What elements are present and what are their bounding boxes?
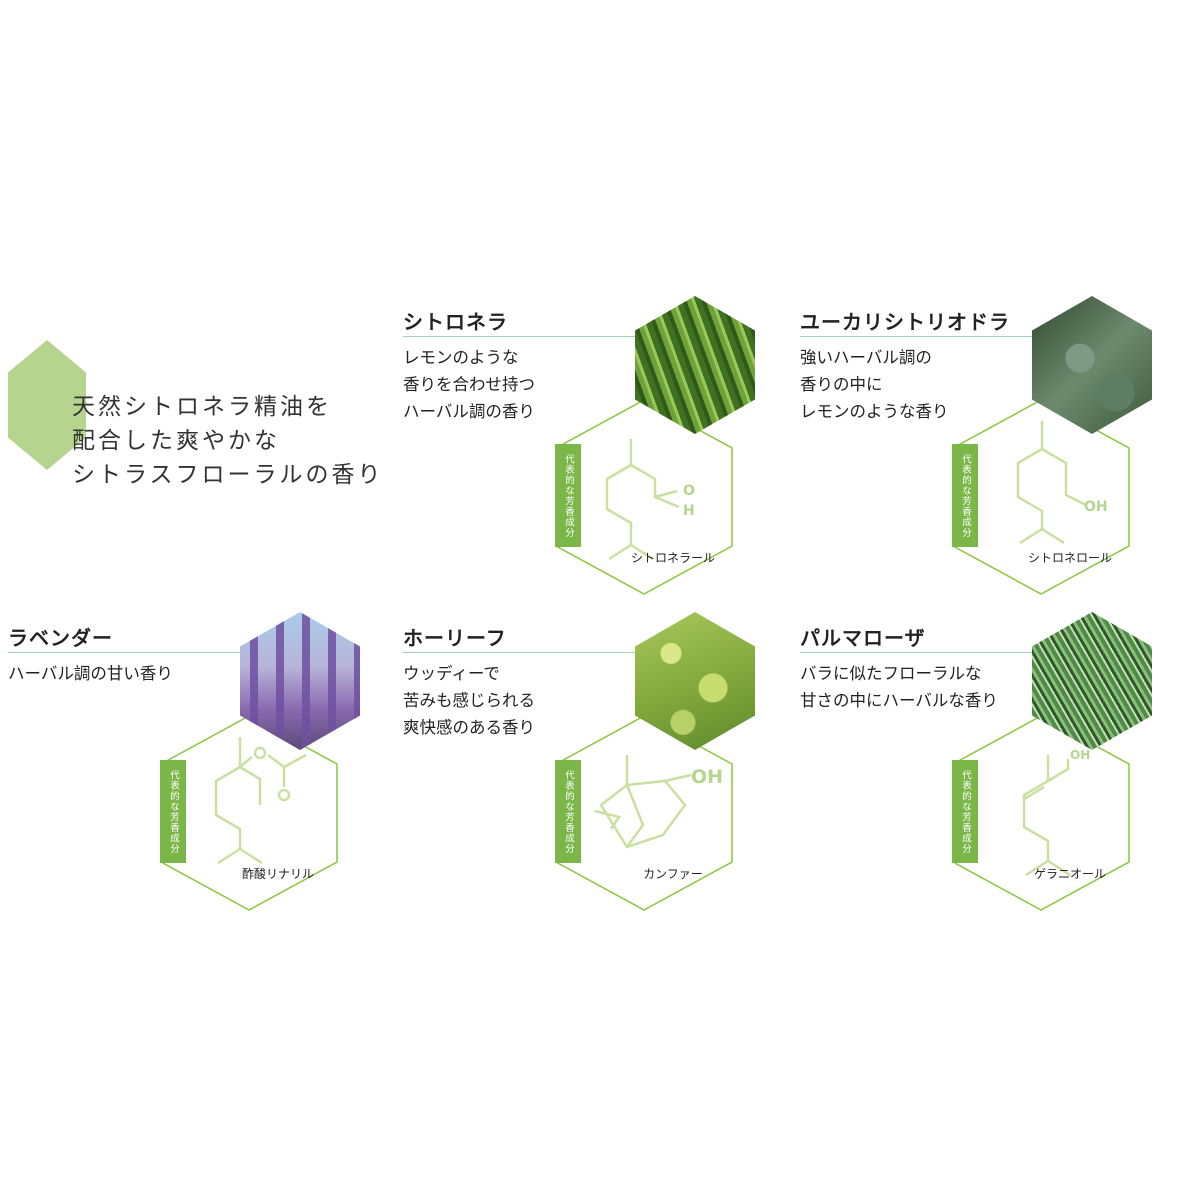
intro-line: シトラスフローラルの香り: [72, 462, 384, 488]
atom-label: O: [683, 483, 695, 499]
intro-line: 配合した爽やかな: [72, 428, 280, 454]
molecule-hexagon: [160, 715, 338, 911]
eucalyptus-photo: [1032, 296, 1152, 434]
component-label: 代表的な芳香成分: [952, 444, 978, 547]
card-ho-leaf: ホーリーフ ウッディーで苦みも感じられる爽快感のある香り OH 代表的な芳香成分…: [403, 612, 783, 922]
title-rule: [403, 336, 643, 337]
intro-line: 天然シトロネラ精油を: [72, 394, 332, 420]
card-description: ハーバル調の甘い香り: [8, 664, 173, 683]
citronella-photo: [635, 296, 755, 434]
card-title: パルマローザ: [800, 626, 926, 650]
component-label: 代表的な芳香成分: [555, 444, 581, 547]
title-rule: [800, 336, 1040, 337]
card-description: レモンのような香りを合わせ持つハーバル調の香り: [403, 348, 535, 421]
atom-label: H: [683, 503, 695, 519]
compound-name: カンファー: [643, 867, 703, 881]
lavender-photo: [240, 612, 360, 750]
card-palmarosa: パルマローザ バラに似たフローラルな甘さの中にハーバルな香り OH 代表的な芳香…: [800, 612, 1180, 922]
ho-leaf-photo: [635, 612, 755, 750]
title-rule: [800, 652, 1040, 653]
molecule-hexagon: OH: [555, 715, 733, 911]
atom-label: OH: [1070, 748, 1090, 762]
intro-text: 天然シトロネラ精油を 配合した爽やかな シトラスフローラルの香り: [72, 390, 384, 492]
card-title: シトロネラ: [403, 310, 508, 334]
atom-label: OH: [1084, 499, 1108, 515]
card-description: ウッディーで苦みも感じられる爽快感のある香り: [403, 664, 535, 737]
card-description: 強いハーバル調の香りの中にレモンのような香り: [800, 348, 949, 421]
card-citronella: シトロネラ レモンのような香りを合わせ持つハーバル調の香り O H 代表的な芳香…: [403, 296, 783, 606]
compound-name: シトロネラール: [630, 551, 715, 565]
card-lavender: ラベンダー ハーバル調の甘い香り 代表的な芳香成分 酢酸リナリル: [8, 612, 388, 922]
atom-label: OH: [691, 766, 723, 788]
component-label: 代表的な芳香成分: [555, 760, 581, 863]
compound-name: 酢酸リナリル: [241, 867, 314, 881]
card-title: ユーカリシトリオドラ: [800, 310, 1010, 334]
card-description: バラに似たフローラルな甘さの中にハーバルな香り: [800, 664, 998, 710]
compound-name: ゲラニオール: [1033, 867, 1106, 881]
palmarosa-photo: [1032, 612, 1152, 750]
card-title: ラベンダー: [8, 626, 113, 650]
title-rule: [8, 652, 248, 653]
title-rule: [403, 652, 643, 653]
compound-name: シトロネロール: [1027, 551, 1112, 565]
card-eucalyptus-citriodora: ユーカリシトリオドラ 強いハーバル調の香りの中にレモンのような香り OH 代表的…: [800, 296, 1180, 606]
card-title: ホーリーフ: [403, 626, 507, 650]
component-label: 代表的な芳香成分: [952, 760, 978, 863]
component-label: 代表的な芳香成分: [160, 760, 186, 863]
